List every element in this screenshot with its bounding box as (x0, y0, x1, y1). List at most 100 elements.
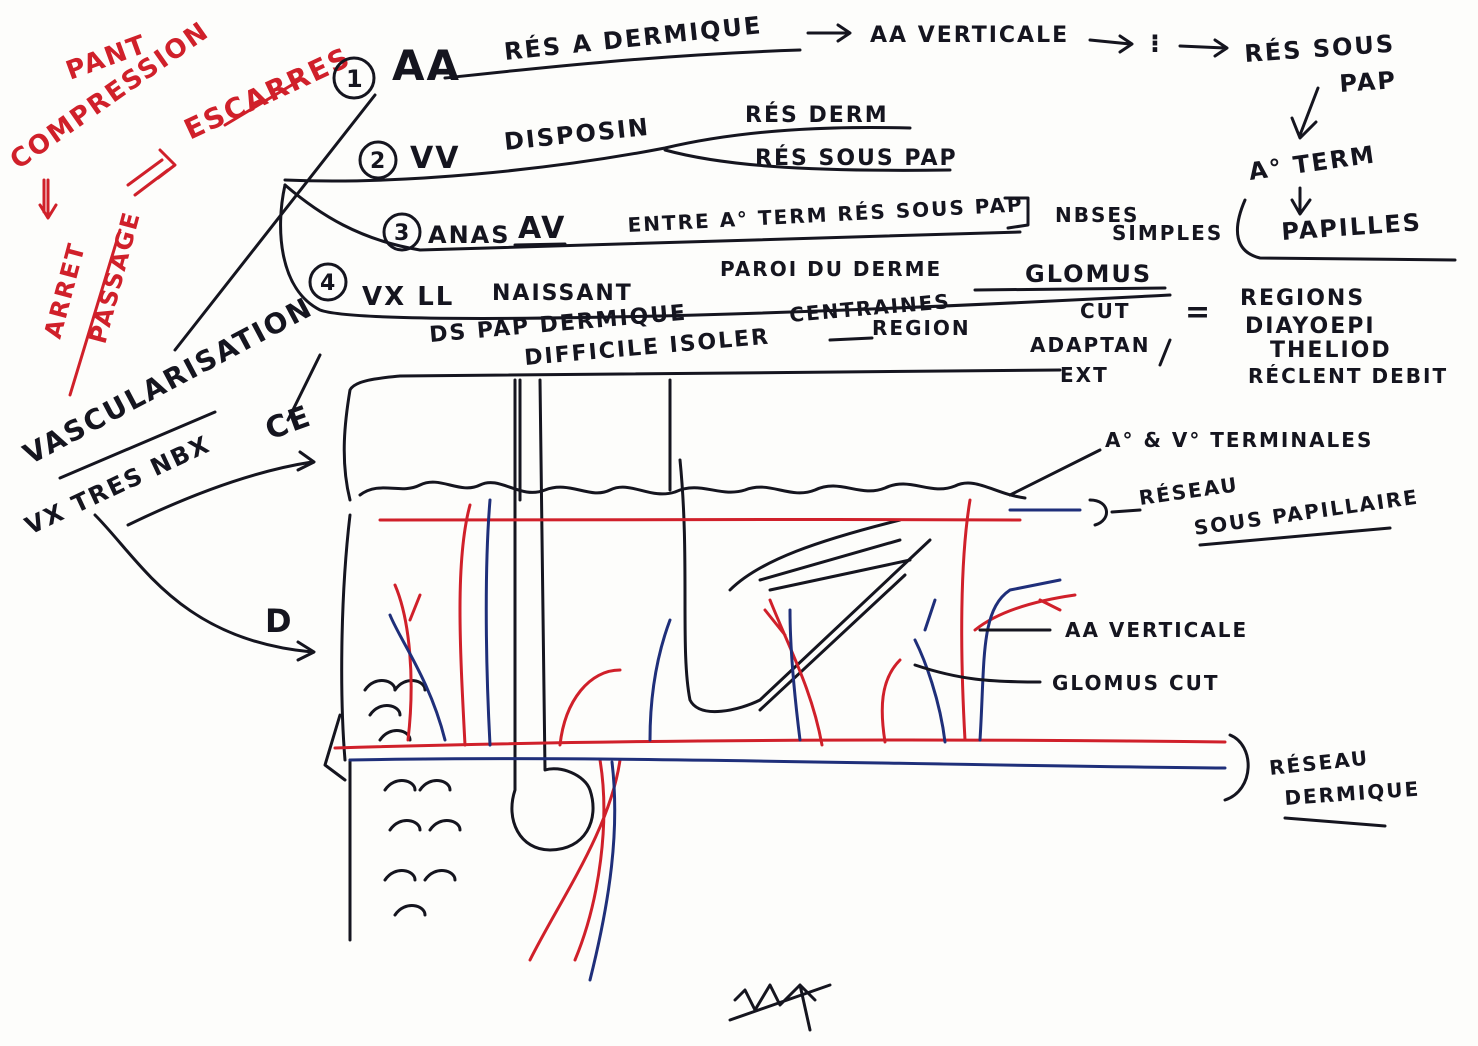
artery-vertical-5 (880, 658, 902, 744)
arrow-1b (1088, 34, 1134, 54)
bracket-line-main (173, 93, 377, 352)
fat-lobules (363, 679, 462, 917)
artery-subpapillary-plexus (378, 517, 1022, 523)
item-2-disposition: DISPOSIN (503, 113, 652, 156)
epidermis-outline (342, 368, 1062, 502)
item-3-av: AV (518, 211, 566, 246)
leader-glomus (913, 663, 1042, 684)
implies-arrow-red (126, 148, 177, 197)
item-1-res-dermique: RÉS A DERMIQUE (503, 10, 764, 66)
item-4-region-dash (828, 336, 874, 342)
arrow-to-epiderm (126, 450, 316, 527)
vein-vertical-2 (388, 613, 447, 742)
item-2-circle (358, 140, 398, 180)
item-4-circle (308, 262, 348, 302)
item-1-underline (443, 48, 802, 80)
item-1-aa: AA (392, 41, 461, 90)
bracket-subpapillary (1088, 498, 1142, 527)
item-3-number: 3 (394, 221, 411, 246)
arrow-1c (1178, 38, 1229, 58)
vein-descending (588, 760, 617, 982)
dermo-epidermal-junction (358, 480, 1027, 500)
item-4-region: REGION (872, 316, 971, 340)
item-4-adaptation: ADAPTAN (1030, 333, 1151, 357)
item-4-loop (279, 183, 1172, 320)
item-1-pap: PAP (1338, 66, 1397, 98)
item-2-res-sous-pap: RÉS SOUS PAP (755, 145, 958, 171)
item-4-cut: CUT (1080, 299, 1131, 323)
regions-2: DIAYOEPI (1245, 314, 1376, 339)
item-3-anas: ANAS (428, 221, 511, 249)
item-2-vv: VV (410, 141, 460, 176)
item-2-number: 2 (370, 149, 387, 174)
follicle-arm (678, 458, 932, 714)
item-1-a-verticale: AA VERTICALE (870, 23, 1069, 48)
item-3-circle (382, 212, 422, 252)
vein-vertical-6 (978, 578, 1062, 742)
arrow-1e (1290, 186, 1312, 216)
vein-vertical-3 (648, 618, 672, 742)
label-ce: CE (261, 399, 317, 448)
dermis-bracket (323, 713, 347, 782)
item-4-paroi-derme: PAROI DU DERME (720, 257, 942, 281)
underline-dermique (1283, 816, 1387, 828)
vein-vertical-5 (913, 598, 947, 744)
arrow-to-derm (93, 513, 316, 662)
item-3-bracket (1003, 196, 1030, 230)
item-1-a-term: A° TERM (1247, 140, 1378, 186)
item-4-ext: EXT (1060, 363, 1109, 387)
label-aa-verticale: AA VERTICALE (1065, 618, 1248, 642)
artery-dermal-plexus (333, 738, 1227, 750)
item-3-nbses: NBSES (1055, 203, 1139, 227)
note-arret: ARRET (39, 239, 91, 341)
artery-vertical-6 (960, 498, 1077, 742)
epidermis-dividers (518, 378, 672, 502)
note-passage: PASSAGE (84, 208, 146, 347)
item-1-number: 1 (346, 65, 365, 93)
vein-vertical-4 (788, 608, 802, 742)
item-4-naissant: NAISSANT (492, 281, 633, 306)
artery-descending (528, 758, 622, 962)
note-escarres: ESCARRES (179, 40, 356, 146)
item-3-av-underline (513, 242, 567, 247)
escarres-underline (223, 78, 302, 127)
item-1-bracket (1236, 198, 1457, 262)
item-2-res-derm: RÉS DERM (745, 102, 889, 128)
hair-follicle (510, 378, 595, 852)
regions-3: THELIOD (1270, 338, 1392, 363)
ce-strike (286, 353, 322, 422)
arrector-muscle (728, 518, 912, 712)
artery-vertical-1 (458, 503, 472, 747)
skin-cross-section (323, 368, 1227, 982)
item-4-vx-ll: VX LL (362, 282, 454, 312)
item-2-line-top (283, 125, 912, 183)
item-4-tick (1158, 338, 1172, 367)
label-reseau-derm-2: DERMIQUE (1284, 777, 1421, 810)
label-glomus-cut: GLOMUS CUT (1052, 671, 1220, 695)
label-reseau-sous-1: RÉSEAU (1137, 472, 1240, 510)
regions-1: REGIONS (1240, 286, 1365, 311)
item-1-res-sous: RÉS SOUS (1243, 29, 1396, 68)
item-2-line-bottom (663, 148, 952, 172)
arrow-1d (1290, 86, 1320, 140)
down-arrow-red (38, 178, 58, 220)
dermis-left-edge (340, 513, 352, 762)
item-4-glomus: GLOMUS (1025, 260, 1152, 288)
note-compression: COMPRESSION (5, 16, 215, 176)
signature-scribble (728, 983, 832, 1032)
artery-vertical-3 (558, 668, 622, 747)
label-a-v-terminales: A° & V° TERMINALES (1105, 428, 1373, 452)
title-underline (58, 410, 217, 480)
item-1-circle (332, 56, 376, 100)
note-separator-line (68, 228, 122, 397)
item-4-number: 4 (320, 271, 337, 296)
item-3-simples: SIMPLES (1112, 221, 1223, 245)
vein-vertical-1 (484, 498, 492, 747)
item-4-glomus-underline (973, 286, 1167, 292)
artery-vertical-4 (763, 598, 824, 747)
underline-sous-papillaire (1198, 526, 1392, 547)
label-d: D (265, 602, 294, 640)
vein-dermal-plexus (348, 757, 1227, 770)
